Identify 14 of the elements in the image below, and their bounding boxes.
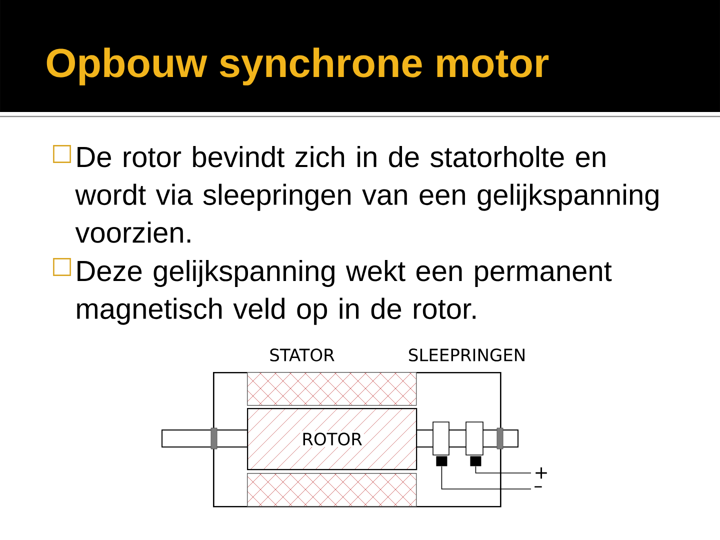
stator-block (246, 372, 417, 406)
carbon-brush (470, 456, 482, 466)
part-label: STATOR (270, 348, 334, 362)
wire (441, 466, 532, 490)
polarity-sign: + (536, 467, 547, 479)
wire (475, 466, 532, 474)
bullet-text: De rotor bevindt zich in de statorholte en wordt via sleepringen van een gelijkspanning voorzien. (75, 146, 658, 243)
slide-title: Opbouw synchrone motor (46, 48, 549, 86)
rotor-block: ROTOR (246, 408, 418, 470)
stator-block (246, 472, 417, 507)
bullet-text: Deze gelijkspanning wekt een permanent magnetisch veld op in de rotor. (77, 260, 612, 325)
part-label: SLEEPRINGEN (409, 348, 524, 362)
polarity-sign: – (534, 486, 542, 488)
carbon-brush (436, 456, 448, 466)
